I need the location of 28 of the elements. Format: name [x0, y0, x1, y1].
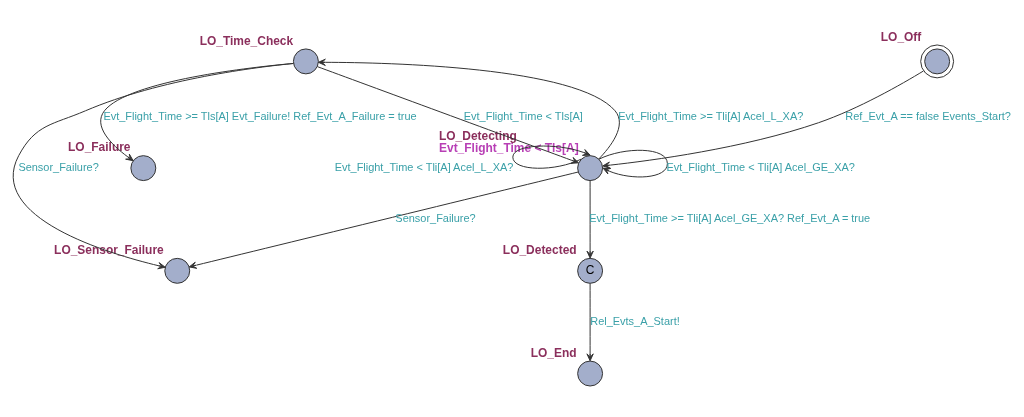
edge-label: Evt_Flight_Time < Tli[A] Acel_L_XA?: [334, 160, 514, 173]
arrow: [317, 58, 620, 160]
node-label: LO_Off: [880, 29, 922, 44]
arrow: [13, 62, 294, 269]
edge-label: Ref_Evt_A == false Events_Start?: [845, 109, 1011, 122]
edge-label: Sensor_Failure?: [18, 160, 99, 173]
node-label: LO_Detected: [502, 242, 577, 257]
node-label: LO_End: [530, 345, 577, 360]
arrow: [602, 69, 924, 169]
node-doublecircle: [920, 43, 955, 78]
edge-label: Evt_Flight_Time >= Tli[A] Acel_L_XA?: [618, 109, 804, 122]
arrow: [598, 149, 668, 177]
edge-label: Evt_Flight_Time < Tli[A] Acel_GE_XA?: [666, 160, 855, 173]
node-label: LO_Time_Check: [199, 33, 294, 48]
edge-label: Evt_Flight_Time < Tls[A]: [463, 109, 583, 122]
node-circle: C: [577, 257, 604, 284]
node-circle: [577, 154, 604, 181]
arrow: [188, 171, 579, 269]
node-circle: [164, 257, 191, 284]
node-circle: [130, 154, 157, 181]
node-circle: [292, 47, 319, 74]
edge-label: Evt_Flight_Time >= Tls[A] Evt_Failure! Ref_Evt_A_Failure = true: [103, 109, 417, 122]
edge-label: Sensor_Failure?: [395, 211, 476, 224]
arrow: [100, 62, 294, 161]
arrow: [586, 282, 594, 361]
node-circle: [577, 360, 604, 386]
edge-label: Rel_Evts_A_Start!: [590, 314, 680, 327]
arrow: [586, 179, 594, 259]
